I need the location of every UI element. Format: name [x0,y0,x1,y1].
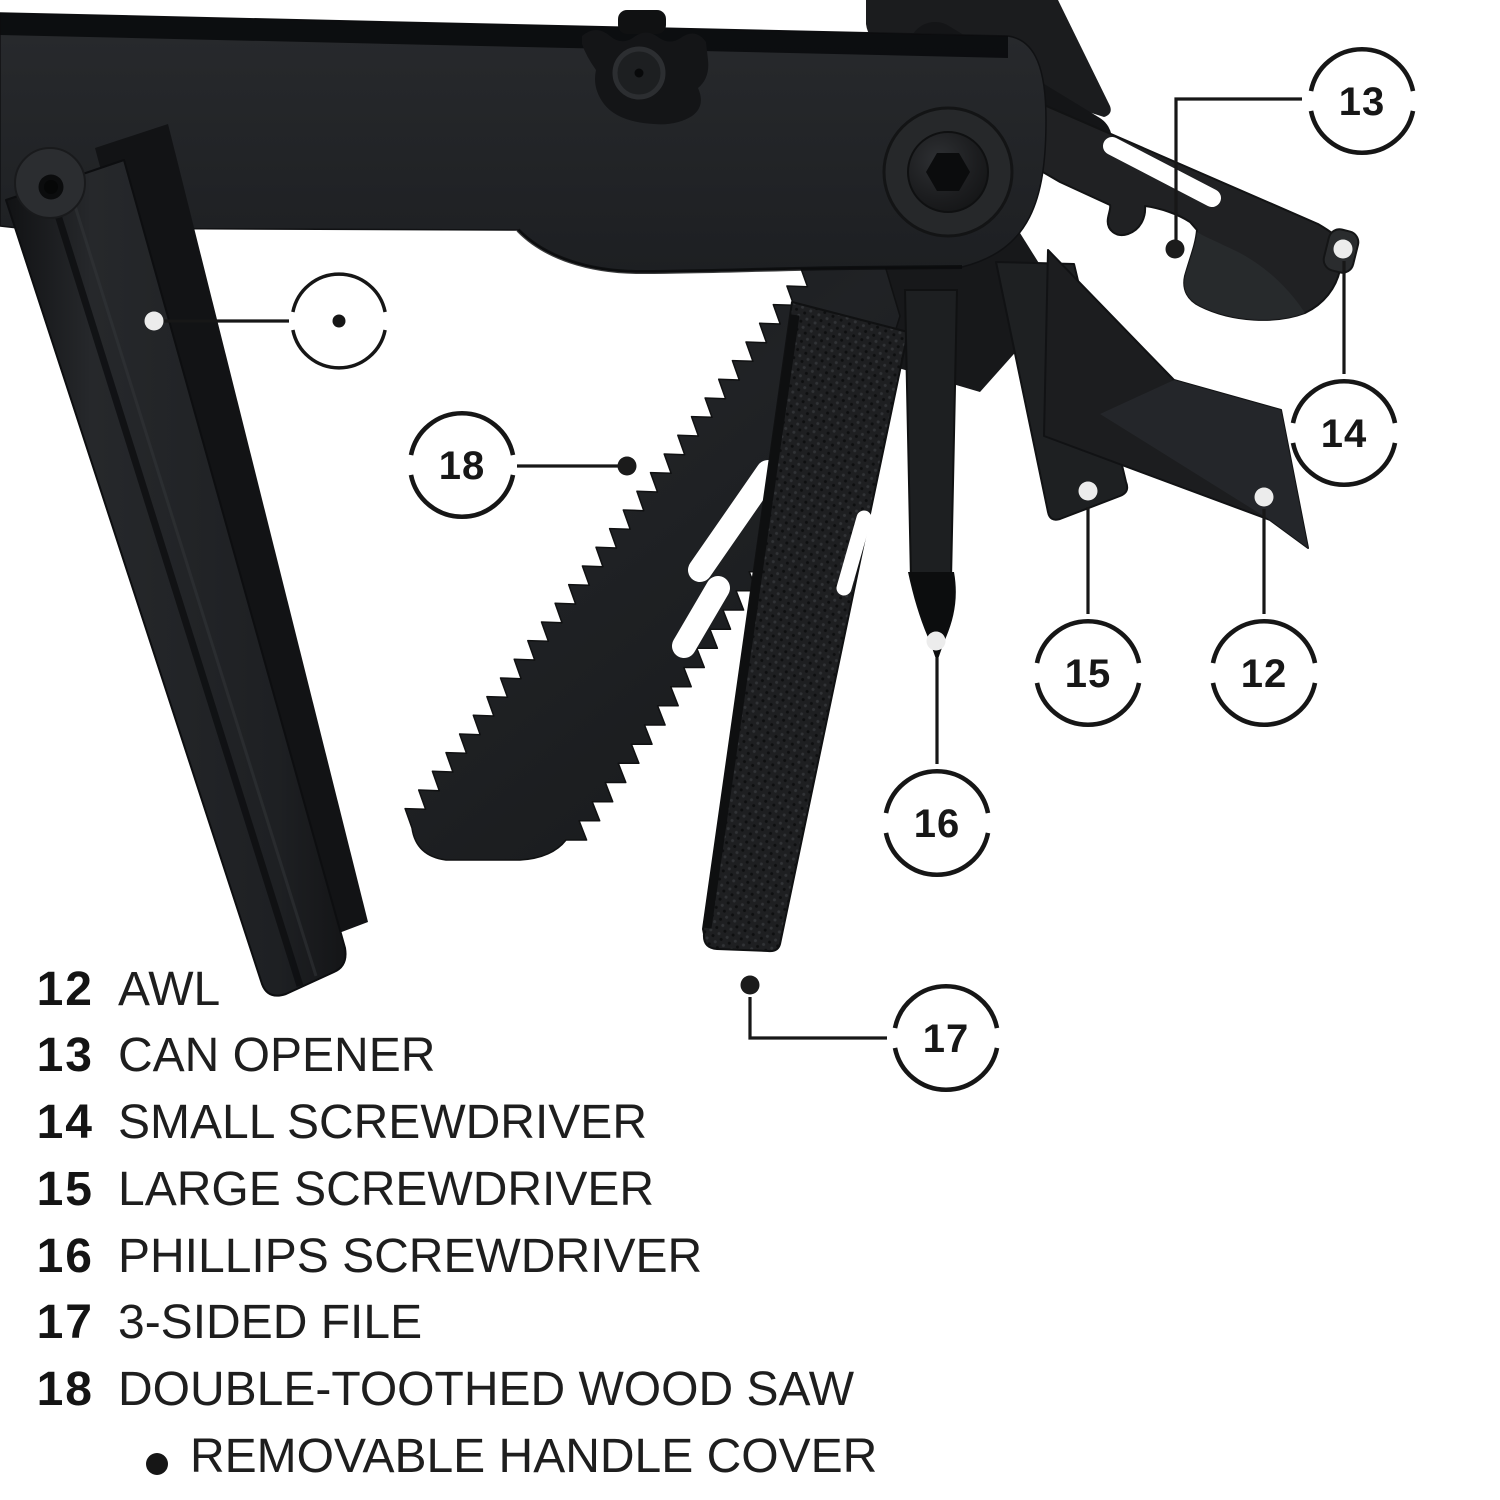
callout-circle [408,474,516,520]
awl-lower-facet [1100,380,1308,548]
callout-anchor-dot [617,456,637,476]
callout-14: 14 [1290,239,1398,488]
callout-leader-line [748,997,887,1040]
handle-top [0,12,1047,275]
callout-circle [883,768,991,814]
awl [1043,249,1309,549]
callout-circle [408,410,516,456]
callout-circle [883,832,991,878]
file-slot [836,510,872,596]
three-sided-file [702,301,909,953]
saw-slot-lower [672,576,730,658]
callout-anchor-dot [144,311,164,331]
can-opener-blade-shading [1184,232,1305,320]
file-edge-highlight [702,314,800,929]
latch [582,10,709,125]
callout-number: 17 [923,1017,970,1061]
callout-anchor-dot [1254,487,1274,507]
removable-handle-cover [5,124,368,997]
callout-number: 14 [1321,412,1368,456]
callout-circle [1308,110,1416,156]
callout-circle [1034,682,1142,728]
callout-15: 15 [1034,481,1142,728]
callout-16: 16 [883,631,991,878]
callout-anchor-dot [1165,239,1185,259]
callout-anchor-dot [1078,481,1098,501]
handle-cover-front-bar [5,159,347,997]
callout-circle [291,272,387,313]
callout-anchor-dot [926,631,946,651]
saw-slot-upper [688,460,780,582]
callout-anchor-dot [1333,239,1353,259]
callout-circle [1290,442,1398,488]
callout-anchor-dot [740,975,760,995]
callout-circle [892,983,1000,1029]
callout-circle [1210,618,1318,664]
callout-circle [1210,682,1318,728]
callout-circle [1308,46,1416,92]
callout-13: 13 [1165,46,1416,259]
wood-saw [404,210,901,861]
handle-cover-ridge [48,194,304,988]
can-opener-slot [1103,137,1221,207]
callout-number: 16 [914,802,961,846]
callout-leader-line [1174,97,1302,240]
callout-12: 12 [1210,487,1318,728]
phillips-shaft [903,289,959,581]
callout-circle [291,329,387,370]
callout-circle [892,1047,1000,1093]
callout-number: 12 [1241,652,1288,696]
callout-layer: 13 14 15 12 16 17 18 [144,46,1416,1093]
handle-bottom-shadow [516,228,963,275]
callout-circle [1290,378,1398,424]
handle-cover-ridge-light [68,189,318,977]
callout-bullet [144,272,387,370]
phillips-screwdriver [903,289,959,662]
callout-circle [1034,618,1142,664]
hex-socket-icon [926,153,970,191]
callout-bullet-dot [332,314,346,328]
callout-17: 17 [740,975,1000,1093]
cover-pivot-hole-inner [44,180,58,194]
latch-top-tab [618,10,666,34]
callout-18: 18 [408,410,637,520]
latch-pin [634,68,644,78]
callout-number: 15 [1065,652,1112,696]
callout-number: 18 [439,444,486,488]
pivot-bolt [882,106,1014,238]
callout-number: 13 [1339,80,1386,124]
handle-top-edge-band [0,13,1008,58]
